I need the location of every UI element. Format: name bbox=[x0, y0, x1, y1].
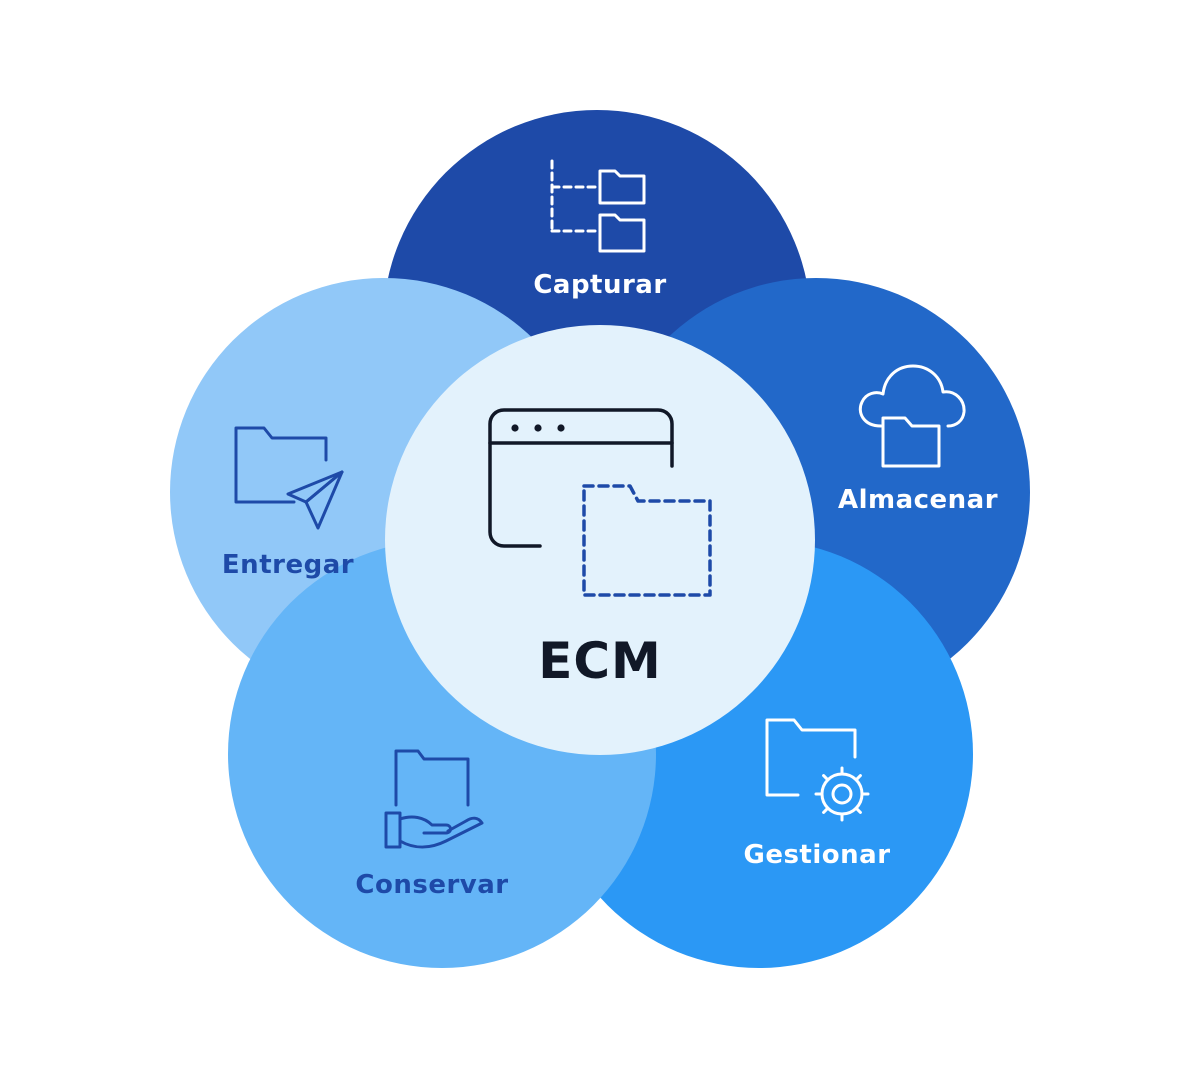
folder-gear-icon bbox=[765, 718, 870, 822]
entregar-label: Entregar bbox=[221, 550, 355, 580]
folder-send-icon bbox=[234, 426, 344, 530]
cloud-folder-icon bbox=[858, 364, 966, 468]
folder-tree-icon bbox=[550, 159, 646, 253]
capturar-label: Capturar bbox=[533, 270, 667, 300]
gestionar-label: Gestionar bbox=[743, 840, 891, 870]
browser-window-folder-icon bbox=[488, 408, 712, 597]
ecm-label: ECM bbox=[538, 632, 662, 690]
conservar-label: Conservar bbox=[355, 870, 509, 900]
almacenar-label: Almacenar bbox=[837, 485, 999, 515]
hand-folder-icon bbox=[384, 749, 484, 849]
ecm-center-circle bbox=[385, 325, 815, 755]
